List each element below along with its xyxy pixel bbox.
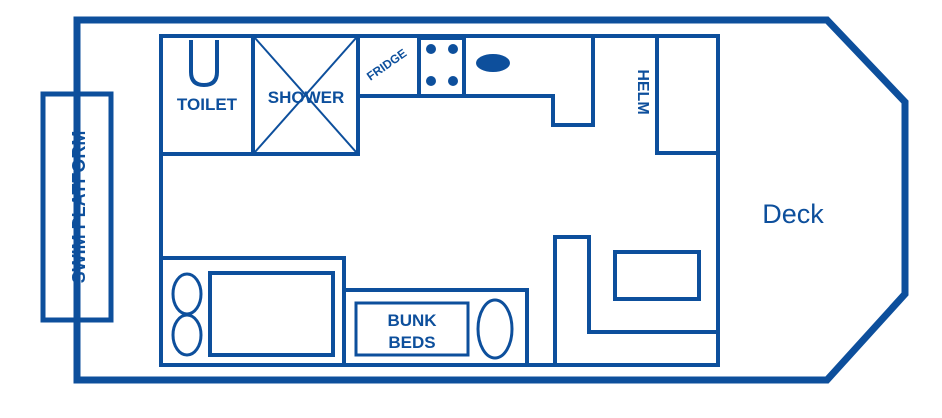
burner-4 (448, 76, 458, 86)
toilet-label: TOILET (177, 95, 238, 114)
bunk-label-box (354, 301, 470, 357)
aft-mattress (208, 271, 335, 357)
burner-3 (426, 76, 436, 86)
bunk-label-line1: BUNK (387, 311, 437, 330)
aft-bed-outline (161, 256, 346, 365)
burner-2 (448, 44, 458, 54)
helm-console (655, 34, 720, 155)
stove (417, 36, 466, 98)
swim-platform-label: SWIM PLATFORM (69, 131, 89, 284)
bunk-bed-outline (344, 288, 529, 365)
helm-label: HELM (634, 69, 651, 114)
galley-counter (358, 36, 595, 127)
toilet-bowl (189, 40, 219, 88)
sink (476, 54, 510, 72)
fridge-label: FRIDGE (364, 46, 409, 83)
deck-label: Deck (762, 199, 824, 229)
bunk-pillow (476, 298, 514, 360)
shower-label: SHOWER (268, 88, 345, 107)
aft-pillow-2 (171, 313, 203, 357)
swim-platform-box (40, 91, 114, 323)
shower-cross-b (254, 37, 357, 153)
burner-1 (426, 44, 436, 54)
hull-outline (73, 16, 909, 384)
dinette-table (613, 250, 701, 301)
aft-pillow-1 (171, 272, 203, 316)
bunk-label-line2: BEDS (388, 333, 435, 352)
dinette-seat (553, 235, 718, 365)
